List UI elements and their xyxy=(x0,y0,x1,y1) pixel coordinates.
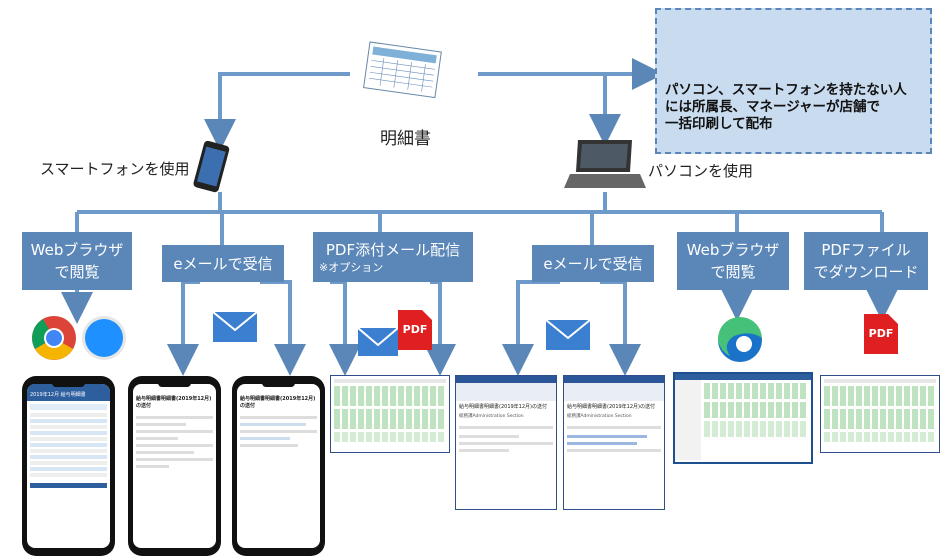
email-subject: 給与明細書明細書(2019年12月)の送付 xyxy=(459,404,547,410)
method-web-browser-mobile: Webブラウザで閲覧 xyxy=(22,232,132,290)
mail-icon xyxy=(545,319,591,350)
phone-screen-title: 給与明細書明細書(2019年12月)の送付 xyxy=(240,396,316,409)
safari-icon xyxy=(82,316,126,360)
method-email-mobile: eメールで受信 xyxy=(162,245,284,282)
mail-icon xyxy=(357,327,399,356)
method-web-browser-pc: Webブラウザで閲覧 xyxy=(677,232,789,290)
smartphone-icon xyxy=(193,140,230,193)
pc-label: パソコンを使用 xyxy=(648,162,754,180)
method-email-pc: eメールで受信 xyxy=(532,245,654,282)
edge-icon xyxy=(717,316,762,362)
phone-email-screen: 給与明細書明細書(2019年12月)の送付 xyxy=(128,376,221,556)
pdf-icon: PDF xyxy=(398,310,432,350)
phone-email-screen: 給与明細書明細書(2019年12月)の送付 xyxy=(232,376,325,556)
phone-screen-title: 2019年12月 給与明細書 xyxy=(27,384,110,401)
mail-icon xyxy=(212,311,258,342)
document-label: 明細書 xyxy=(380,129,431,149)
print-note-box: パソコン、スマートフォンを持たない人 には所属長、マネージャーが店舗で 一括印刷… xyxy=(655,8,932,154)
pdf-preview-screenshot xyxy=(330,375,450,453)
email-sender: 総務課Administration Section xyxy=(567,414,632,419)
print-note-text: パソコン、スマートフォンを持たない人 には所属長、マネージャーが店舗で 一括印刷… xyxy=(665,82,907,132)
smartphone-label: スマートフォンを使用 xyxy=(40,160,190,178)
pdf-icon: PDF xyxy=(864,314,898,354)
browser-screenshot xyxy=(673,372,813,464)
phone-web-screen: 2019年12月 給与明細書 xyxy=(22,376,115,556)
phone-screen-title: 給与明細書明細書(2019年12月)の送付 xyxy=(136,396,212,409)
email-sender: 総務課Administration Section xyxy=(459,414,524,419)
email-client-screenshot: 給与明細書明細書(2019年12月)の送付 総務課Administration … xyxy=(563,375,665,510)
chrome-icon xyxy=(32,316,76,360)
method-pdf-download: PDFファイルでダウンロード xyxy=(804,232,928,290)
laptop-icon xyxy=(564,140,646,188)
method-pdf-mail: PDF添付メール配信 ※オプション xyxy=(313,232,473,282)
document-icon xyxy=(363,41,442,99)
email-client-screenshot: 給与明細書明細書(2019年12月)の送付 総務課Administration … xyxy=(455,375,557,510)
email-subject: 給与明細書明細書(2019年12月)の送付 xyxy=(567,404,655,410)
pdf-preview-screenshot xyxy=(820,375,940,453)
